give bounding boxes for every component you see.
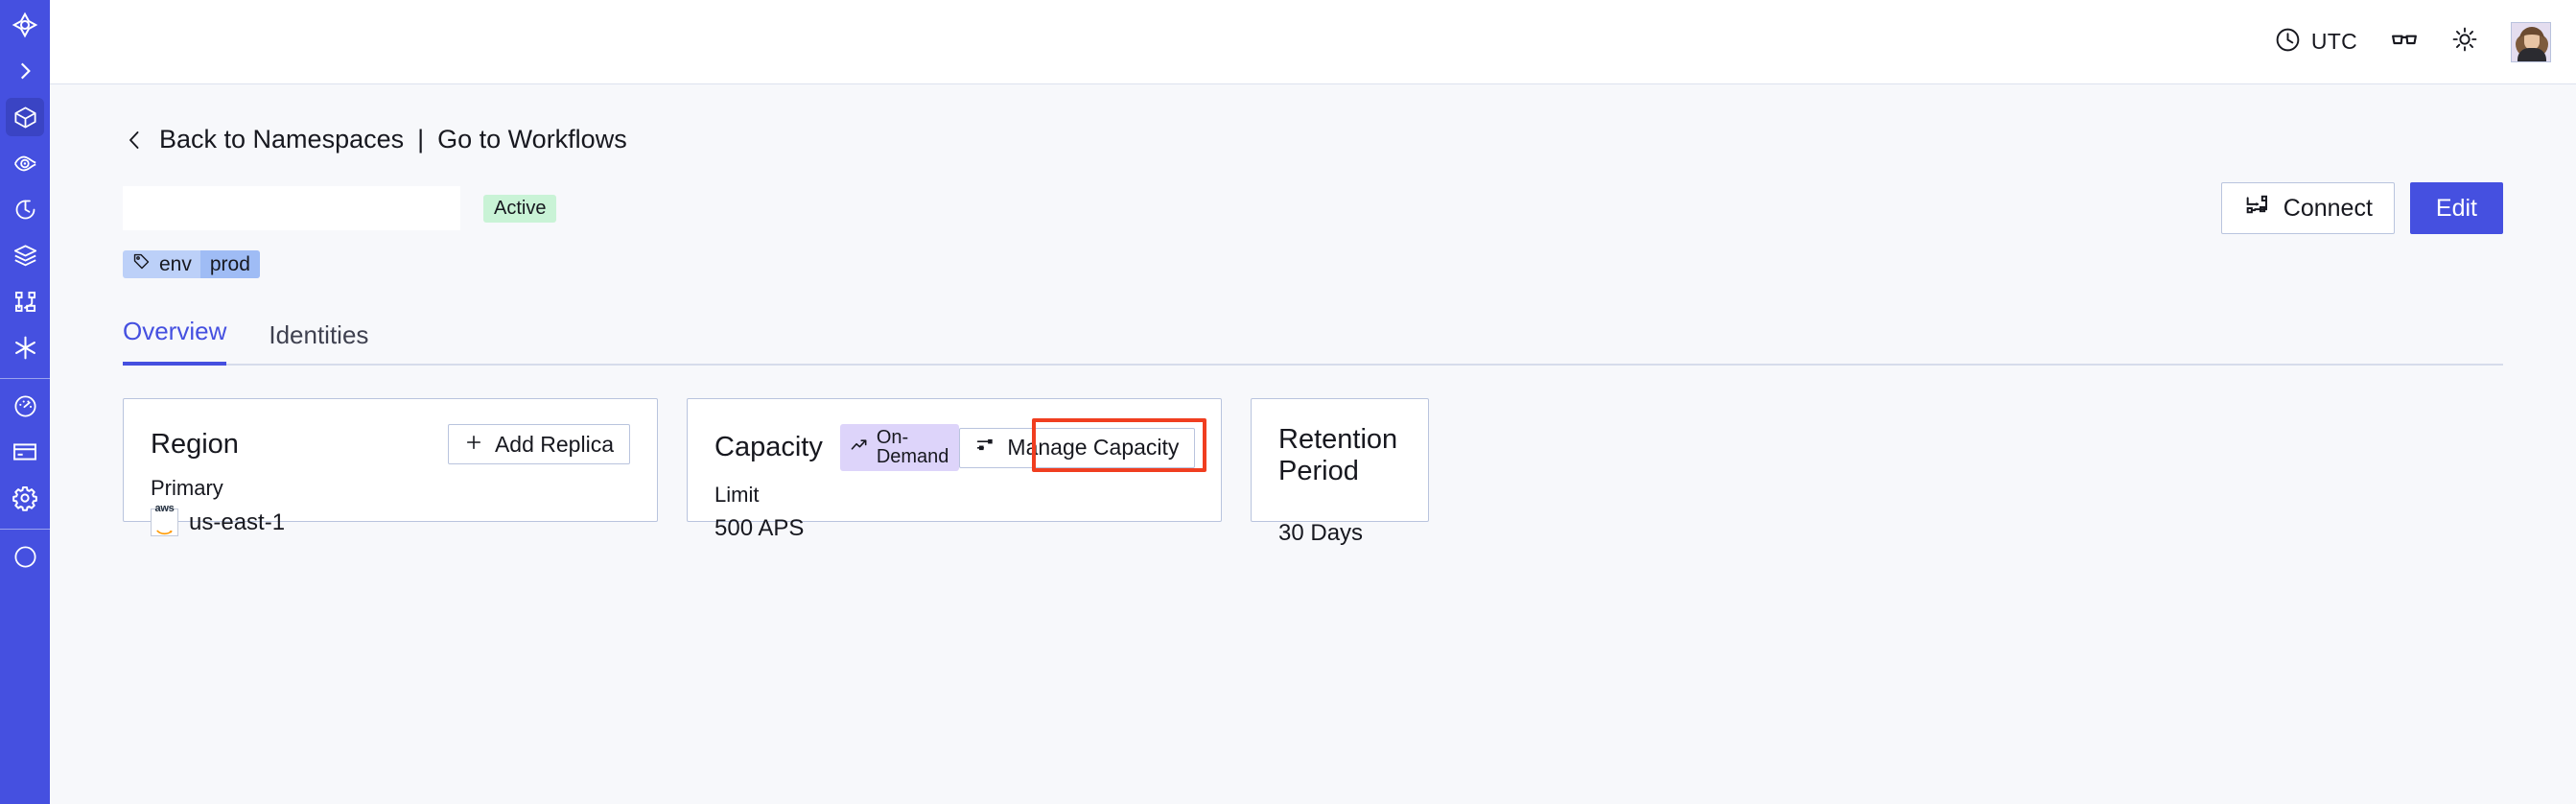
sidebar-item-observability[interactable] <box>6 144 44 182</box>
tag-env[interactable]: env prod <box>123 250 260 278</box>
sidebar-item-settings[interactable] <box>6 479 44 517</box>
top-header: UTC <box>50 0 2576 84</box>
cube-icon <box>12 105 38 130</box>
capacity-limit-label: Limit <box>714 483 760 507</box>
sidebar <box>0 0 50 804</box>
sidebar-divider-2 <box>0 529 50 530</box>
sidebar-divider-1 <box>0 378 50 379</box>
namespace-actions: Connect Edit <box>2220 182 2503 234</box>
retention-value: 30 Days <box>1278 520 1364 546</box>
breadcrumb-back-link[interactable]: Back to Namespaces <box>159 125 405 154</box>
tab-bar: Overview Identities <box>123 315 2503 366</box>
region-primary-value: us-east-1 <box>189 508 286 535</box>
tab-identities[interactable]: Identities <box>269 320 369 349</box>
capacity-limit-value: 500 APS <box>714 515 805 541</box>
manage-capacity-button[interactable]: Manage Capacity <box>959 427 1196 468</box>
sidebar-item-help[interactable] <box>6 537 44 576</box>
overview-cards: Region Add Replica <box>123 398 2503 546</box>
chevron-left-icon[interactable] <box>123 126 146 154</box>
capacity-card-title: Capacity <box>714 432 823 462</box>
region-card: Region Add Replica <box>123 398 658 536</box>
temporal-logo-icon <box>11 11 39 39</box>
region-card-title: Region <box>151 428 239 460</box>
sidebar-item-batch-operations[interactable] <box>6 236 44 274</box>
glasses-button[interactable] <box>2390 25 2419 59</box>
region-card-header: Region Add Replica <box>151 424 630 464</box>
tag-value-label: prod <box>199 250 260 278</box>
asterisk-icon <box>12 334 39 362</box>
sidebar-item-integrations[interactable] <box>6 328 44 367</box>
sidebar-item-namespaces[interactable] <box>6 98 44 136</box>
page-title <box>123 186 460 230</box>
capacity-card-header: Capacity On-Demand <box>714 424 1196 471</box>
sidebar-item-billing[interactable] <box>6 433 44 471</box>
header-tools: UTC <box>2274 21 2551 62</box>
eye-icon <box>12 151 38 177</box>
breadcrumb-separator: | <box>417 125 425 154</box>
help-circle-icon <box>12 544 38 570</box>
capacity-card-actions: Manage Capacity <box>959 427 1196 468</box>
capacity-mode-badge: On-Demand <box>839 424 960 471</box>
capacity-card: Capacity On-Demand <box>687 398 1222 541</box>
region-primary-label: Primary <box>151 476 223 500</box>
sidebar-item-logo[interactable] <box>6 6 44 44</box>
main-column: UTC <box>50 0 2576 804</box>
layers-icon <box>12 243 38 269</box>
avatar-body <box>2517 47 2546 61</box>
trending-up-icon <box>850 436 869 459</box>
breadcrumb-workflows-link[interactable]: Go to Workflows <box>437 125 627 154</box>
region-card-actions: Add Replica <box>447 424 630 464</box>
sidebar-item-usage[interactable] <box>6 387 44 425</box>
connect-flow-icon <box>2243 192 2270 225</box>
clock-icon <box>2274 26 2302 59</box>
retention-card-title: Retention Period <box>1278 424 1398 486</box>
manage-capacity-label: Manage Capacity <box>1007 435 1180 460</box>
tag-key-label: env <box>159 252 192 275</box>
tag-key-wrapper: env <box>123 250 200 278</box>
theme-toggle-button[interactable] <box>2451 26 2478 58</box>
breadcrumb: Back to Namespaces | Go to Workflows <box>123 125 2503 154</box>
namespace-tags: env prod <box>123 250 2503 278</box>
plus-icon <box>464 432 483 458</box>
sidebar-item-schedules[interactable] <box>6 190 44 228</box>
region-primary-value-row: aws us-east-1 <box>151 504 630 536</box>
timezone-selector[interactable]: UTC <box>2274 26 2357 59</box>
add-replica-button[interactable]: Add Replica <box>447 424 630 464</box>
timezone-label: UTC <box>2310 29 2357 54</box>
tag-icon <box>132 252 151 276</box>
gauge-icon <box>12 393 38 419</box>
workflow-nodes-icon <box>12 289 38 315</box>
connect-button-label: Connect <box>2283 194 2373 222</box>
retention-card: Retention Period 30 Days <box>1251 398 1429 546</box>
add-replica-label: Add Replica <box>494 431 614 457</box>
sidebar-item-expand[interactable] <box>6 52 44 90</box>
connect-button[interactable]: Connect <box>2220 182 2395 234</box>
gear-icon <box>12 485 38 511</box>
credit-card-icon <box>12 438 38 465</box>
status-badge: Active <box>483 194 557 223</box>
aws-logo-icon: aws <box>151 504 178 536</box>
glasses-icon <box>2390 25 2419 59</box>
avatar-hair-front <box>2519 26 2544 53</box>
aws-smile-shape <box>155 515 174 542</box>
sliders-icon <box>975 435 995 461</box>
capacity-mode-label: On-Demand <box>876 427 949 467</box>
edit-button[interactable]: Edit <box>2409 182 2503 234</box>
sun-icon <box>2451 26 2478 58</box>
aws-logo-text: aws <box>154 503 175 514</box>
edit-button-label: Edit <box>2435 194 2477 222</box>
avatar[interactable] <box>2511 21 2551 62</box>
chevron-right-icon <box>12 59 37 83</box>
page-content: Back to Namespaces | Go to Workflows Act… <box>50 84 2576 804</box>
clock-arrow-icon <box>12 197 38 223</box>
sidebar-item-workflows[interactable] <box>6 282 44 320</box>
tab-overview[interactable]: Overview <box>123 317 227 366</box>
namespace-title-row: Active <box>123 182 2503 234</box>
